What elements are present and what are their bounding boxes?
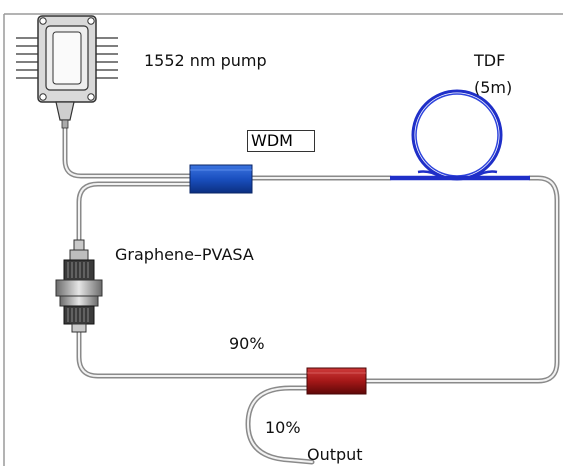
wdm-label: WDM [247, 130, 315, 152]
pump-to-wdm-fiber [62, 117, 193, 179]
wdm-coupler-icon [189, 164, 253, 194]
pump-label: 1552 nm pump [144, 51, 267, 70]
saturable-absorber-connector-icon [55, 239, 103, 333]
output-coupler-icon [306, 367, 367, 395]
sa-to-coupler-fiber [76, 327, 310, 379]
ratio-90-label: 90% [229, 334, 265, 353]
ratio-10-label: 10% [265, 418, 301, 437]
tdf-to-right-fiber [363, 175, 560, 384]
fiber-paths [62, 117, 560, 465]
tdf-length-label: (5m) [474, 78, 513, 97]
wdm-left-to-sa-fiber [76, 181, 193, 243]
tdf-name-label: TDF [474, 51, 506, 70]
frame [3, 13, 563, 466]
sa-label: Graphene–PVASA [115, 245, 254, 264]
laser-pump-module-icon [16, 15, 118, 129]
fiber-coil-icon [390, 89, 530, 181]
output-label: Output [307, 445, 363, 464]
